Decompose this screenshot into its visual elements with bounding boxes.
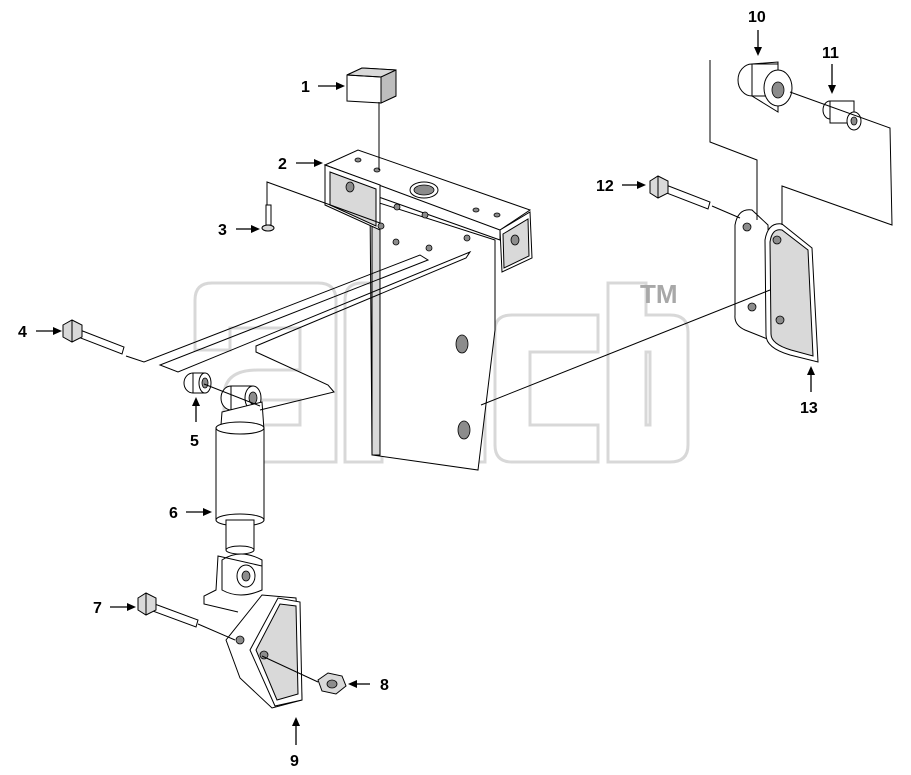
- part-5-bushings: [183, 372, 262, 411]
- part-13-plates: [734, 209, 819, 363]
- callout-numbers: 1 2 3 4 5 6 7 8 9 10 11 12 13: [18, 9, 839, 770]
- part-7-bolt: [137, 592, 199, 628]
- callout-11: 11: [822, 45, 839, 62]
- part-11-sleeve: [822, 100, 862, 131]
- callout-12: 12: [596, 178, 614, 195]
- callout-7: 7: [93, 600, 102, 617]
- watermark-tm: TM: [640, 279, 678, 309]
- part-3-bolt: [261, 204, 275, 232]
- part-8-nut: [317, 672, 347, 695]
- callout-1: 1: [301, 79, 310, 96]
- part-2-bracket: [323, 149, 533, 471]
- callout-3: 3: [218, 222, 227, 239]
- part-12-bolt: [649, 175, 711, 210]
- part-1-block: [346, 67, 397, 104]
- callout-4: 4: [18, 324, 27, 341]
- part-9-bracket: [225, 594, 303, 709]
- callout-10: 10: [748, 9, 766, 26]
- callout-leaders: [36, 30, 836, 745]
- part-4-bolt: [62, 319, 125, 355]
- callout-13: 13: [800, 400, 818, 417]
- part-6-shock-absorber: [215, 401, 265, 596]
- part-10-bushing: [737, 61, 793, 113]
- callout-9: 9: [290, 753, 299, 770]
- callout-5: 5: [190, 433, 199, 450]
- callout-6: 6: [169, 505, 178, 522]
- assembly-lines: [125, 60, 893, 683]
- callout-8: 8: [380, 677, 389, 694]
- callout-2: 2: [278, 156, 287, 173]
